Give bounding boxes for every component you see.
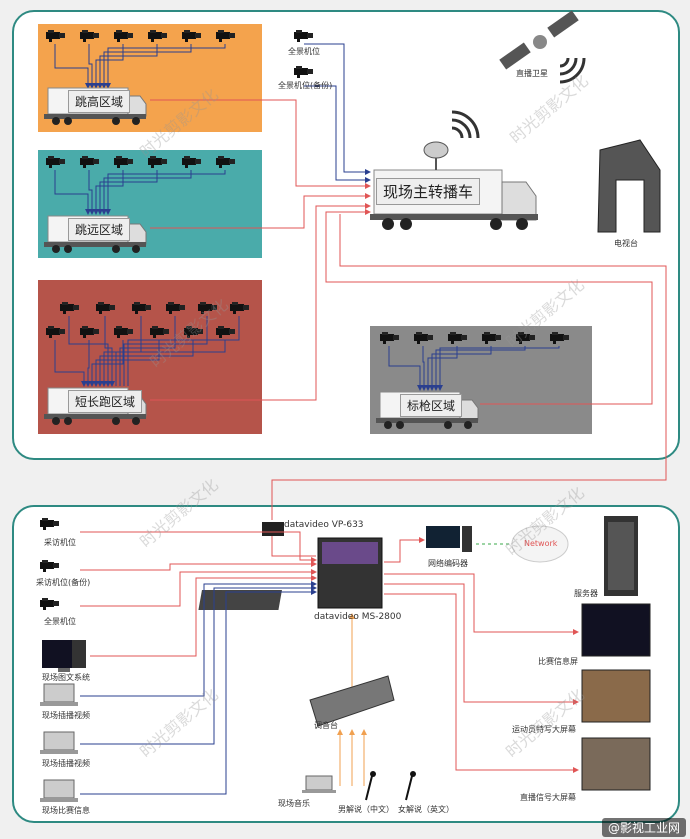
brand-label: @影视工业网 bbox=[601, 818, 686, 837]
music-label: 现场音乐 bbox=[278, 799, 310, 808]
mixer-label: 调音台 bbox=[314, 721, 338, 730]
insert-video-1-label: 现场插播视频 bbox=[42, 711, 90, 720]
monitor-icon bbox=[426, 526, 472, 552]
satellite-icon bbox=[499, 10, 586, 84]
male-commentary-label: 男解说（中文） bbox=[338, 805, 394, 814]
zone-label-javelin: 标枪区域 bbox=[400, 394, 463, 417]
vp633-device bbox=[262, 522, 284, 536]
ob-van-label: 现场主转播车 bbox=[376, 178, 481, 205]
match-info-label: 现场比赛信息 bbox=[42, 806, 90, 815]
camera-icon bbox=[380, 332, 569, 344]
server-label: 服务器 bbox=[574, 589, 598, 598]
zone-label-high-jump: 跳高区域 bbox=[68, 90, 131, 113]
sports-screen-label: 运动员特写大屏幕 bbox=[512, 725, 576, 734]
insert-video-2-label: 现场插播视频 bbox=[42, 759, 90, 768]
cloud-icon bbox=[511, 525, 569, 563]
building-icon bbox=[597, 139, 661, 233]
ms2800-device bbox=[198, 537, 383, 610]
interview-cam-backup-label: 采访机位(备份) bbox=[36, 578, 91, 587]
ms2800-label: datavideo MS-2800 bbox=[314, 612, 402, 622]
mixer-icon bbox=[309, 675, 395, 727]
screen-icon bbox=[581, 603, 651, 791]
network-label: Network bbox=[524, 539, 558, 548]
female-commentary-label: 女解说（英文） bbox=[398, 805, 454, 814]
graphics-system-label: 现场图文系统 bbox=[42, 673, 90, 682]
live-screen-label: 直播信号大屏幕 bbox=[520, 793, 576, 802]
panorama-cam-label: 全景机位 bbox=[288, 47, 320, 56]
zone-label-long-jump: 跳远区域 bbox=[68, 218, 131, 241]
info-screen-label: 比赛信息屏 bbox=[538, 657, 578, 666]
panorama-cam-backup-label: 全景机位(备份) bbox=[278, 81, 333, 90]
server-icon bbox=[604, 516, 638, 596]
monitor-icon bbox=[42, 640, 86, 672]
camera-icon bbox=[46, 30, 235, 42]
tv-station-label: 电视台 bbox=[614, 239, 638, 248]
interview-cam-label: 采访机位 bbox=[44, 538, 76, 547]
laptop-icon bbox=[40, 683, 336, 802]
microphone-icon bbox=[365, 771, 416, 801]
camera-icon bbox=[46, 156, 235, 168]
vp633-label: datavideo VP-633 bbox=[284, 520, 364, 530]
satellite-label: 直播卫星 bbox=[516, 69, 548, 78]
net-encoder-label: 网络编码器 bbox=[428, 559, 468, 568]
panorama-cam-bottom-label: 全景机位 bbox=[44, 617, 76, 626]
zone-label-sprint: 短长跑区域 bbox=[68, 390, 143, 413]
